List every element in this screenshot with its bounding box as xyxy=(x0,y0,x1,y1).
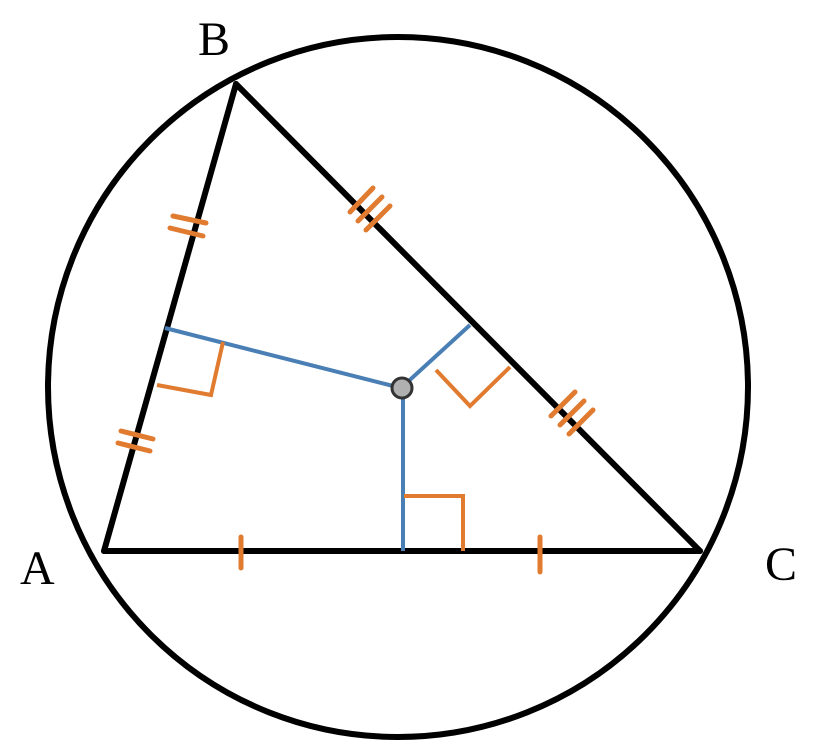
right-angle-markers xyxy=(156,341,512,551)
tick-bc-upper-1 xyxy=(347,185,376,215)
right-angle-bc xyxy=(434,365,512,409)
tick-marks xyxy=(115,185,596,575)
perpendicular-bisectors xyxy=(164,323,472,551)
vertex-label-a: A xyxy=(20,542,55,595)
tick-bc-upper-3 xyxy=(363,203,393,233)
tick-bc-lower-2 xyxy=(557,398,587,428)
tick-bc-upper-2 xyxy=(355,194,385,224)
vertex-label-b: B xyxy=(198,13,230,66)
tick-bc-lower-1 xyxy=(548,389,578,419)
tick-ab-upper-2 xyxy=(167,225,206,239)
circumcenter-point xyxy=(390,376,414,400)
bisector-ab xyxy=(164,326,402,390)
bisector-bc xyxy=(399,323,472,390)
side-bc xyxy=(233,81,703,554)
vertex-label-c: C xyxy=(765,538,797,591)
tick-ab-lower-2 xyxy=(115,440,153,454)
side-ab xyxy=(101,81,239,554)
right-angle-ac xyxy=(404,494,465,551)
right-angle-ab xyxy=(156,341,225,398)
tick-bc-lower-3 xyxy=(566,407,596,437)
circumcircle xyxy=(45,34,751,740)
tick-ab-lower-1 xyxy=(118,428,156,442)
tick-ab-upper-1 xyxy=(170,213,209,226)
